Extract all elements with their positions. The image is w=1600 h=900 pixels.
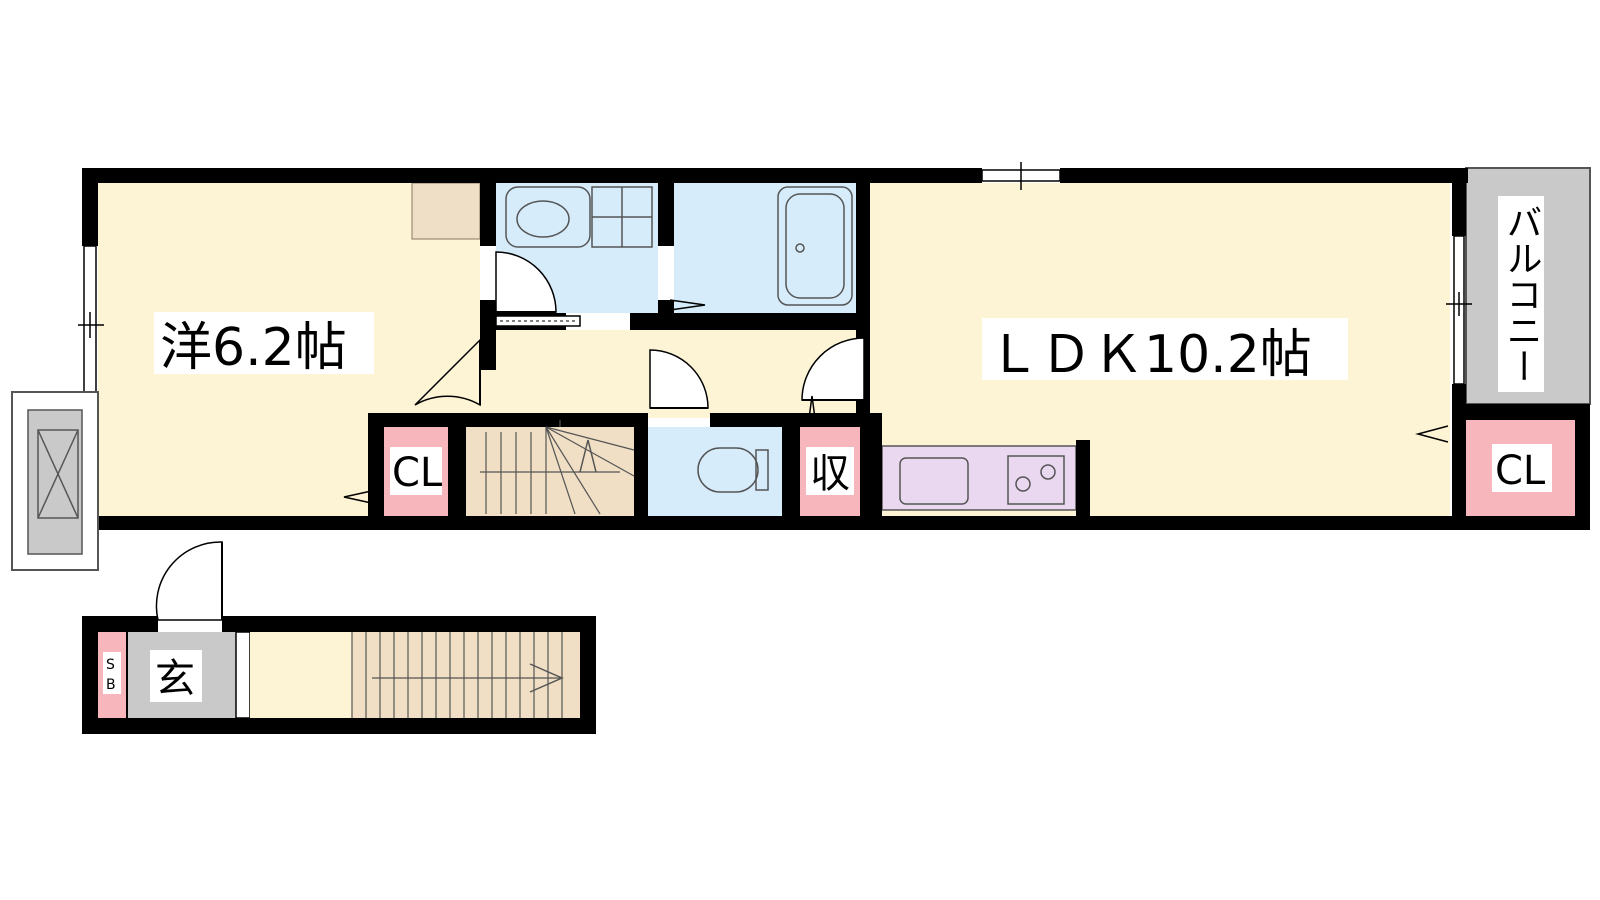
upper-stairs-treads: [480, 420, 635, 515]
lower-stairs-arrow: [529, 663, 564, 693]
entrance-label-bg: [150, 650, 202, 702]
bathtub-inner: [785, 193, 845, 299]
outdoor-unit-x2: [37, 429, 79, 519]
western-room-label: 洋6.2帖: [160, 318, 347, 378]
bathtub: [777, 186, 853, 306]
washbasin: [516, 200, 570, 238]
burner-left: [1015, 476, 1031, 492]
kitchen-sink: [899, 457, 969, 505]
door-leaves: [221, 311, 864, 620]
storage-label: 収: [810, 451, 850, 497]
ldk-label-bg: [982, 318, 1348, 380]
window-marks: [78, 162, 1472, 338]
toilet-bowl: [697, 447, 759, 493]
burner-right: [1040, 464, 1056, 480]
wardrobe-block: [411, 182, 481, 240]
washbasin-counter: [505, 186, 591, 248]
bath-drain: [795, 243, 805, 253]
closet-west-label: CL: [392, 450, 443, 496]
shoe-box-label-bottom: B: [106, 677, 116, 693]
closet-west-label-bg: [390, 447, 442, 495]
shoe-box-label-bg: [103, 652, 121, 694]
toilet-floor: [648, 427, 782, 516]
upper-stairs-arrow: [579, 439, 597, 473]
balcony-label-bg: [1498, 196, 1544, 392]
shoe-box-label-top: S: [106, 657, 115, 673]
closet-east-label-bg: [1492, 444, 1552, 492]
lower-walls: [82, 616, 596, 734]
ldk-label: ＬＤＫ10.2帖: [988, 325, 1312, 385]
opening-arrows: [343, 299, 1449, 505]
entrance-label: 玄: [155, 656, 195, 702]
entry-step: [235, 631, 251, 719]
balcony-label: バルコニー: [1501, 204, 1542, 384]
toilet-tank: [755, 449, 769, 491]
door-swings: [155, 251, 865, 621]
lower-stairs-treads: [351, 632, 563, 718]
storage-label-bg: [806, 447, 854, 495]
western-label-bg: [154, 312, 374, 374]
lower-stairs-floor: [352, 632, 580, 718]
closet-east-label: CL: [1495, 448, 1546, 494]
